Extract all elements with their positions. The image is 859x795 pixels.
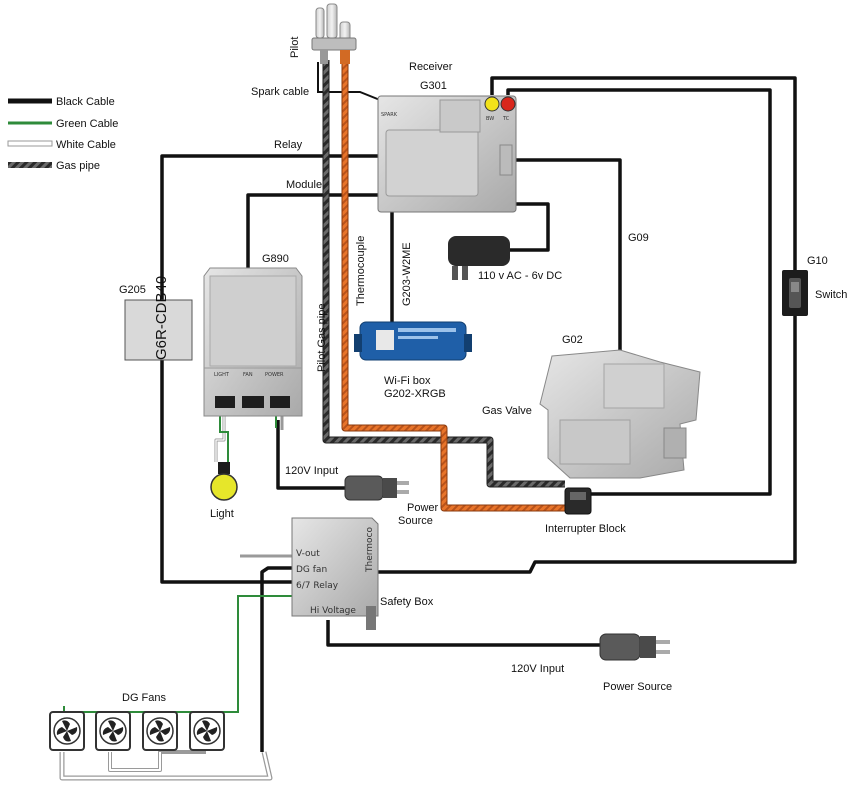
receiver-label: Receiver	[409, 61, 453, 73]
spark-tag: SPARK	[381, 112, 398, 118]
tc-terminal	[500, 96, 516, 112]
g205-box	[124, 299, 193, 361]
wifi-box-label: Wi-Fi box	[384, 375, 431, 387]
power-adapter	[448, 236, 510, 280]
module-label: Module	[286, 179, 322, 191]
gas-valve-label: Gas Valve	[482, 405, 532, 417]
safety-box-label: Safety Box	[380, 596, 434, 608]
legend: Black Cable Green Cable White Cable Gas …	[7, 96, 118, 172]
fan-green-cable	[63, 595, 292, 713]
dg-fan-3	[142, 711, 178, 751]
dg-fans-label: DG Fans	[122, 692, 167, 704]
g09-cable	[515, 158, 622, 372]
safety-box-device: V-out DG fan 6/7 Relay Hi Voltage Thermo…	[291, 517, 379, 630]
g301-label: G301	[420, 80, 447, 92]
pilot-gas-pipe-label: Pilot Gas pipe	[316, 304, 328, 372]
dg-fan-1	[49, 711, 85, 751]
dg-fan-2	[95, 711, 131, 751]
bw-terminal	[484, 96, 500, 112]
input-120v-2-label: 120V Input	[511, 663, 564, 675]
black-cables	[160, 76, 797, 752]
power-plug-2	[599, 633, 670, 661]
power-source-2-label: Power Source	[603, 681, 672, 693]
g890-label: G890	[262, 253, 289, 265]
g890-box: LIGHT FAN POWER	[203, 267, 303, 417]
g890-power-cable	[276, 420, 345, 490]
svg-text:LIGHT: LIGHT	[214, 372, 230, 378]
wifi-box-device	[354, 321, 472, 361]
g10-label: G10	[807, 255, 828, 267]
g10-bottom-cable	[370, 316, 797, 574]
svg-text:BW: BW	[486, 116, 494, 122]
g205-label: G205	[119, 284, 146, 296]
svg-text:FAN: FAN	[243, 372, 253, 378]
safety-fans-cable	[260, 566, 292, 752]
power-source-1-label: Power	[407, 502, 439, 514]
g203-label: G203-W2ME	[401, 242, 413, 306]
white-cables	[59, 402, 292, 781]
spark-cable	[317, 62, 381, 101]
module-cable	[246, 193, 378, 278]
switch-label: Switch	[815, 289, 847, 301]
relay67-tag: 6/7 Relay	[296, 581, 339, 591]
light-green-cable	[219, 402, 229, 462]
power-plug-1	[344, 475, 409, 501]
g10-top-cable	[490, 76, 797, 270]
g205-to-safety-cable	[160, 360, 292, 584]
receiver-g301: SPARK BW TC	[377, 95, 517, 213]
adapter-cable	[510, 202, 550, 252]
interrupter-label: Interrupter Block	[545, 523, 626, 535]
svg-text:TC: TC	[502, 116, 510, 122]
power-source-1b-label: Source	[398, 515, 433, 527]
legend-green-label: Green Cable	[56, 118, 118, 130]
legend-gas-swatch	[8, 162, 52, 168]
g09-label: G09	[628, 232, 649, 244]
spark-cable-label: Spark cable	[251, 86, 309, 98]
legend-gas-label: Gas pipe	[56, 160, 100, 172]
dg-fan-4	[189, 711, 225, 751]
g6r-label: G6R-CDB40	[153, 276, 170, 360]
legend-black-label: Black Cable	[56, 96, 115, 108]
interrupter-block	[564, 487, 592, 515]
light-bulb	[210, 462, 238, 501]
switch-g10	[782, 270, 808, 316]
dgfan-tag: DG fan	[296, 565, 327, 575]
thermocouple-label: Thermocouple	[355, 236, 367, 306]
vout-tag: V-out	[296, 549, 320, 559]
hi-voltage-tag: Hi Voltage	[310, 606, 356, 616]
safety-120v-cable	[326, 620, 600, 647]
pilot-label: Pilot	[289, 37, 301, 58]
pilot-assembly	[311, 3, 357, 64]
light-label: Light	[210, 508, 234, 520]
fans-white-cable	[59, 751, 273, 781]
relay-cable	[160, 154, 378, 300]
fans-white-link	[108, 750, 206, 772]
g02-label: G02	[562, 334, 583, 346]
gas-valve-g02	[539, 349, 701, 479]
tc-cable	[506, 88, 772, 496]
relay-label: Relay	[274, 139, 303, 151]
g202-label: G202-XRGB	[384, 388, 446, 400]
adapter-label: 110 v AC - 6v DC	[478, 270, 562, 282]
input-120v-1-label: 120V Input	[285, 465, 338, 477]
svg-text:POWER: POWER	[265, 372, 284, 378]
legend-white-swatch	[7, 140, 53, 147]
legend-white-label: White Cable	[56, 139, 116, 151]
thermoco-tag: Thermoco	[365, 526, 375, 573]
